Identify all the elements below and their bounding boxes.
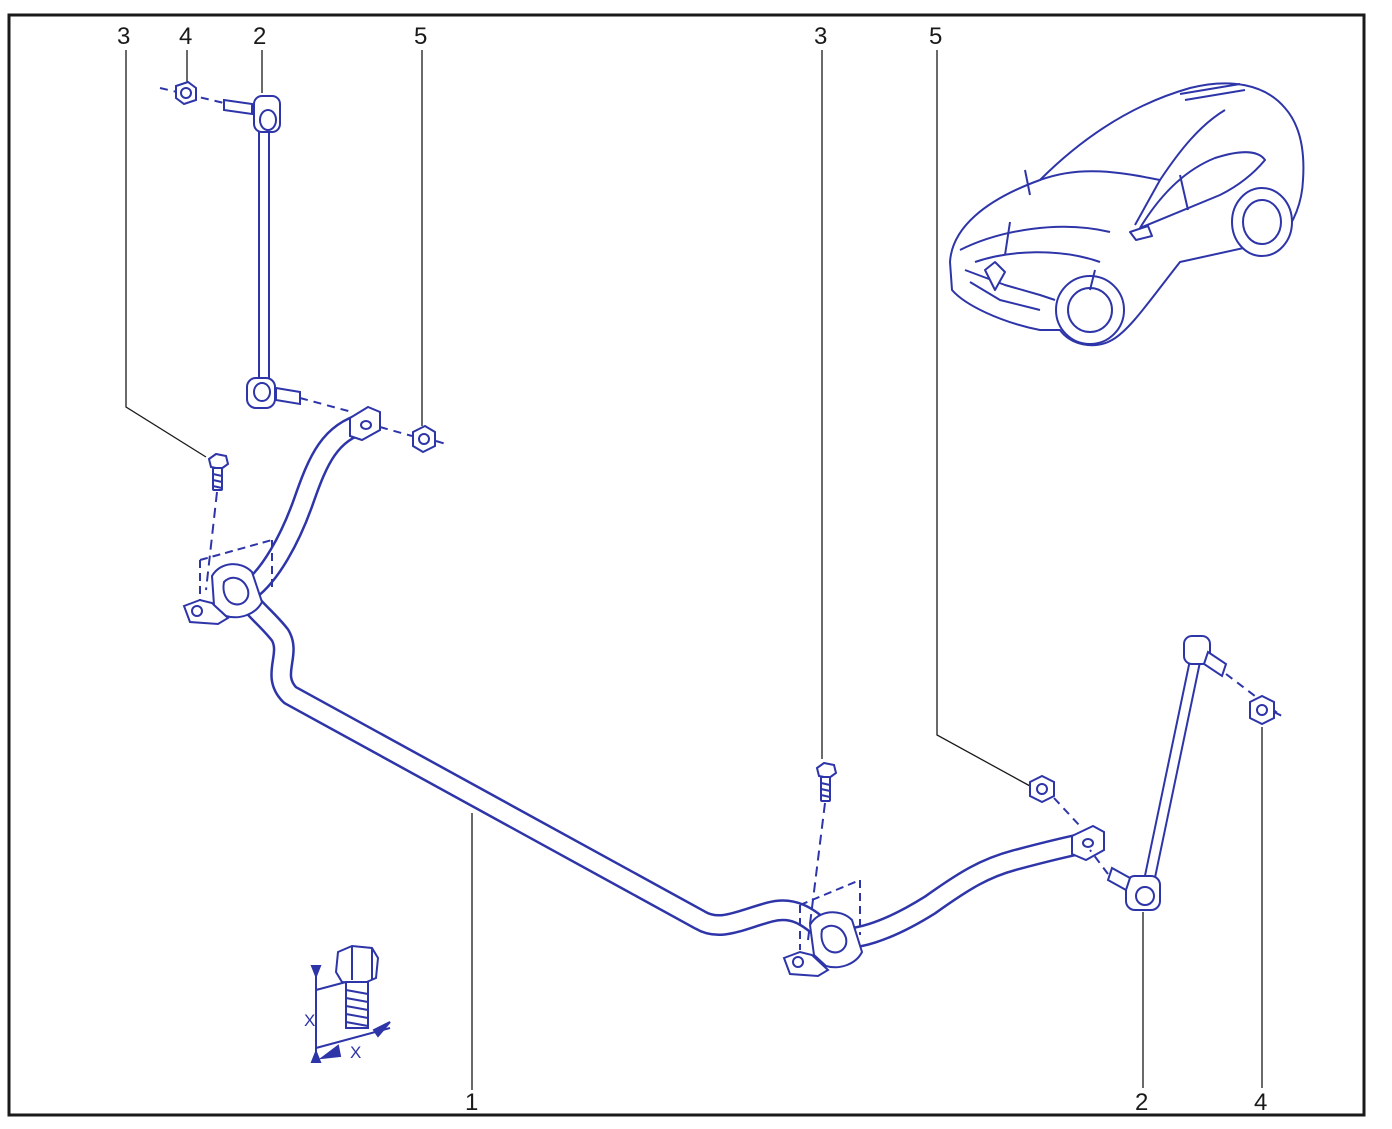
bushing-clamp-left	[182, 539, 273, 626]
bolt-dimension-detail	[310, 944, 391, 1063]
bolt-dimension-labels: X X	[304, 1011, 361, 1062]
callout-numbers: 3 4 2 5 3 5 1 2 4	[117, 23, 1267, 1116]
callout-3-top-mid: 3	[814, 23, 827, 50]
callout-5-top-left: 5	[414, 23, 427, 50]
callout-4-top-left: 4	[179, 23, 192, 50]
bar-end-left	[349, 405, 381, 442]
bar-end-right	[1071, 824, 1105, 862]
callout-1-bottom: 1	[465, 1089, 478, 1116]
link-rod-right	[1089, 635, 1281, 911]
dimension-height-label: X	[304, 1011, 315, 1030]
callout-4-bottom: 4	[1254, 1089, 1267, 1116]
nut-4-right	[1249, 694, 1287, 726]
callout-leaders	[125, 50, 1263, 1090]
anti-roll-bar	[236, 412, 1101, 950]
callout-2-top-left: 2	[253, 23, 266, 50]
callout-2-bottom: 2	[1135, 1089, 1148, 1116]
nut-5-right	[1029, 774, 1081, 827]
dimension-diameter-label: X	[350, 1043, 361, 1062]
vehicle-locator-illustration	[949, 82, 1305, 347]
bushing-clamp-right	[782, 879, 864, 978]
callout-5-top-right: 5	[929, 23, 942, 50]
nut-4-top-left	[175, 80, 197, 106]
bolt-left	[205, 452, 230, 591]
link-rod-left	[159, 87, 353, 413]
bolt-right	[807, 761, 838, 941]
callout-3-top-left: 3	[117, 23, 130, 50]
nut-5-top-left	[379, 424, 447, 454]
